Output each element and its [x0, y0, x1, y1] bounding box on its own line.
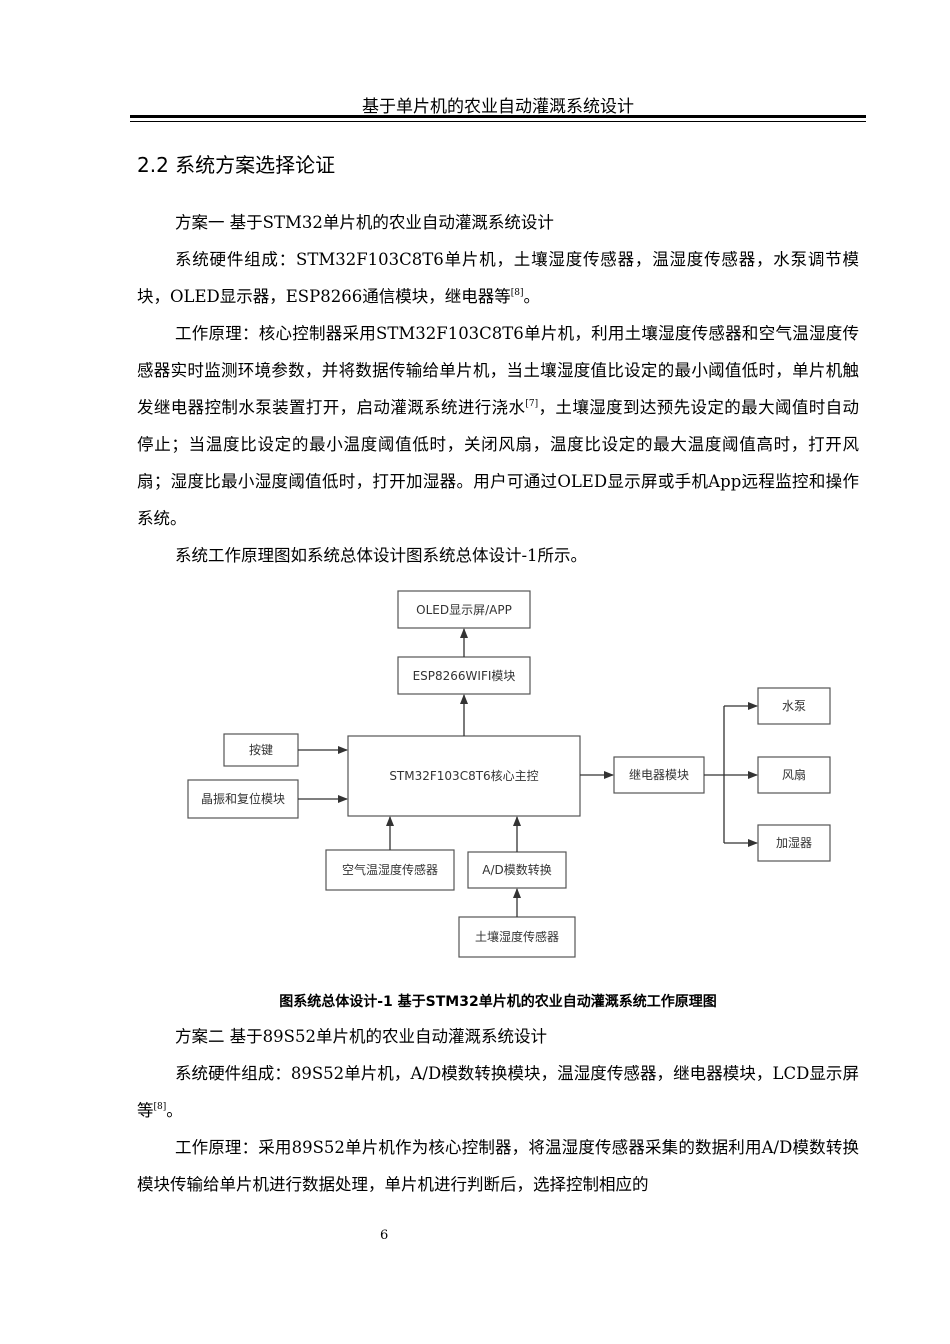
scheme1-principle-text1: 工作原理：核心控制器采用STM32F103C8T6单片机，利用土壤湿度传感器和空…	[137, 324, 859, 417]
label-adc: A/D模数转换	[482, 862, 552, 877]
box-fan	[757, 756, 831, 794]
scheme1-hardware-ref: [8]	[510, 288, 524, 298]
diagram-intro: 系统工作原理图如系统总体设计图系统总体设计-1所示。	[174, 546, 588, 565]
section-heading: 2.2 系统方案选择论证	[137, 153, 336, 177]
figure-caption: 图系统总体设计-1 基于STM32单片机的农业自动灌溉系统工作原理图	[279, 994, 717, 1010]
label-humidifier: 加湿器	[776, 835, 812, 850]
scheme1-principle-text2: ，土壤湿度到达预先设定的最大阈值时自动停止；当温度比设定的最小温度阈值低时，关闭…	[137, 398, 860, 528]
scheme2-hardware-text: 系统硬件组成：89S52单片机，A/D模数转换模块，温湿度传感器，继电器模块，L…	[137, 1064, 859, 1120]
label-esp: ESP8266WIFI模块	[413, 669, 516, 683]
page-number: 6	[380, 1228, 389, 1243]
scheme1-principle: 工作原理：核心控制器采用STM32F103C8T6单片机，利用土壤湿度传感器和空…	[137, 315, 859, 537]
label-relay: 继电器模块	[629, 768, 689, 782]
scheme1-hardware-text: 系统硬件组成：STM32F103C8T6单片机，土壤湿度传感器，温湿度传感器，水…	[137, 250, 859, 306]
scheme1-principle-ref: [7]	[525, 399, 539, 409]
scheme2-title: 方案二 基于89S52单片机的农业自动灌溉系统设计	[174, 1027, 547, 1046]
label-soil-sensor: 土壤湿度传感器	[475, 929, 559, 944]
box-pump	[757, 687, 831, 725]
label-crystal: 晶振和复位模块	[201, 791, 285, 806]
label-oled: OLED显示屏/APP	[416, 603, 512, 617]
scheme2-hardware-end: 。	[166, 1101, 183, 1120]
label-key: 按键	[249, 743, 273, 757]
running-header: 基于单片机的农业自动灌溉系统设计	[362, 97, 634, 117]
scheme2-hardware: 系统硬件组成：89S52单片机，A/D模数转换模块，温湿度传感器，继电器模块，L…	[137, 1055, 859, 1129]
header-rule-thick	[130, 115, 866, 118]
label-fan: 风扇	[782, 767, 806, 782]
scheme1-title: 方案一 基于STM32单片机的农业自动灌溉系统设计	[174, 213, 554, 232]
scheme1-hardware: 系统硬件组成：STM32F103C8T6单片机，土壤湿度传感器，温湿度传感器，水…	[137, 241, 859, 315]
header-rule-thin	[130, 121, 866, 122]
scheme2-hardware-ref: [8]	[153, 1102, 167, 1112]
scheme1-hardware-end: 。	[523, 287, 540, 306]
scheme2-principle: 工作原理：采用89S52单片机作为核心控制器，将温湿度传感器采集的数据利用A/D…	[137, 1138, 859, 1194]
label-mcu: STM32F103C8T6核心主控	[389, 769, 538, 783]
box-humidifier	[757, 824, 831, 862]
label-pump: 水泵	[782, 699, 806, 713]
label-air-sensor: 空气温湿度传感器	[342, 862, 438, 877]
